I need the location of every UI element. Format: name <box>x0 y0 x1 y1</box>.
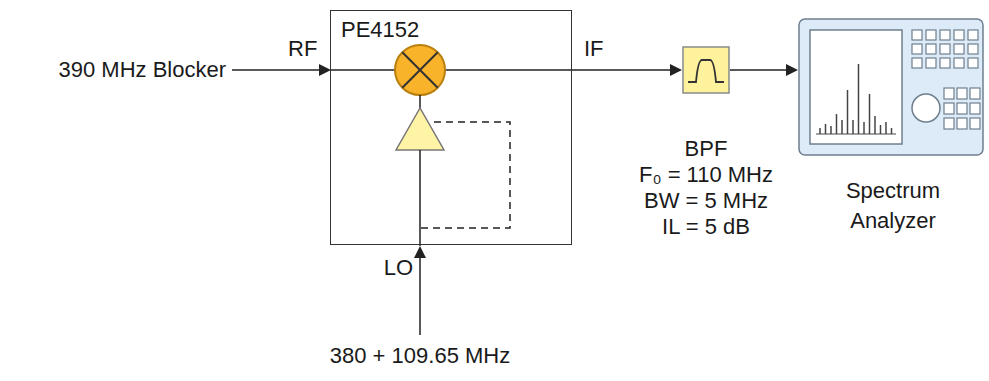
spectrum-line <box>830 126 832 134</box>
spectrum-line <box>858 64 860 134</box>
connector-line <box>572 69 671 71</box>
bandpass-symbol <box>688 60 724 82</box>
lo-wire <box>419 150 421 246</box>
filter-spec: F₀ = 110 MHz <box>622 162 790 188</box>
lo-wire <box>419 256 421 335</box>
part-number: PE4152 <box>341 17 561 43</box>
panel-button <box>944 103 954 114</box>
spectrum-line <box>836 114 838 134</box>
panel-button <box>926 30 936 40</box>
filter-block: BPFF₀ = 110 MHzBW = 5 MHzIL = 5 dB <box>622 46 790 240</box>
spectrum-line <box>869 94 871 134</box>
panel-button <box>954 58 964 68</box>
feedback-path <box>420 122 510 228</box>
block-label: Spectrum Analyzer <box>828 176 958 236</box>
panel-button <box>926 44 936 54</box>
analyzer-housing <box>799 19 983 155</box>
spacer <box>798 158 988 176</box>
panel-button <box>912 44 922 54</box>
panel-button <box>940 30 950 40</box>
instrument-block: Spectrum Analyzer <box>798 18 988 236</box>
mixer-symbol <box>395 45 445 95</box>
panel-button <box>968 44 978 54</box>
panel-button <box>912 58 922 68</box>
panel-button <box>940 44 950 54</box>
signal-label: 380 + 109.65 MHz <box>330 343 510 369</box>
spectrum-line <box>891 128 893 134</box>
block-label: BPF <box>622 136 790 162</box>
amplifier-symbol <box>396 108 444 150</box>
if-wire <box>445 69 572 71</box>
spectrum-line <box>874 116 876 134</box>
spectrum-line <box>819 128 821 134</box>
analyzer-screen <box>810 30 902 144</box>
signal-connector <box>572 64 682 76</box>
arrow-head <box>786 64 798 76</box>
panel-knob <box>912 94 940 122</box>
rf-wire <box>232 69 322 71</box>
panel-button <box>970 88 980 99</box>
panel-button <box>912 30 922 40</box>
panel-button <box>954 30 964 40</box>
panel-button <box>926 58 936 68</box>
connector-line <box>730 69 787 71</box>
lo-wire <box>419 95 421 108</box>
filter-box <box>683 47 729 93</box>
panel-button <box>968 30 978 40</box>
arrow-head <box>670 64 682 76</box>
panel-button <box>940 58 950 68</box>
panel-button <box>957 103 967 114</box>
spectrum-baseline <box>816 134 896 135</box>
filter-spec: IL = 5 dB <box>622 214 790 240</box>
spectrum-line <box>852 120 854 134</box>
signal-label: 390 MHz Blocker <box>58 57 226 83</box>
spectrum-line <box>847 90 849 134</box>
panel-button <box>957 118 967 129</box>
spectrum-line <box>885 122 887 134</box>
spectrum-line <box>825 124 827 134</box>
analyzer-icon <box>798 18 984 158</box>
panel-button <box>957 88 967 99</box>
filter-icon <box>682 46 730 94</box>
spectrum-line <box>863 122 865 134</box>
port-label: LO <box>384 255 413 281</box>
filter-spec: BW = 5 MHz <box>622 188 790 214</box>
spectrum-line <box>841 120 843 134</box>
spectrum-line <box>880 125 882 134</box>
panel-button <box>944 118 954 129</box>
device-box: PE4152 <box>330 10 572 245</box>
spacer <box>622 94 790 136</box>
mixer-cross <box>402 52 437 87</box>
mixer-cross <box>402 52 437 87</box>
port-label: RF <box>288 36 317 62</box>
panel-button <box>970 118 980 129</box>
panel-button <box>968 58 978 68</box>
arrow-head <box>414 246 426 258</box>
signal-connector <box>730 64 798 76</box>
panel-button <box>954 44 964 54</box>
panel-button <box>970 103 980 114</box>
panel-button <box>944 88 954 99</box>
signal-label: IF <box>584 36 604 62</box>
rf-wire <box>331 69 395 71</box>
